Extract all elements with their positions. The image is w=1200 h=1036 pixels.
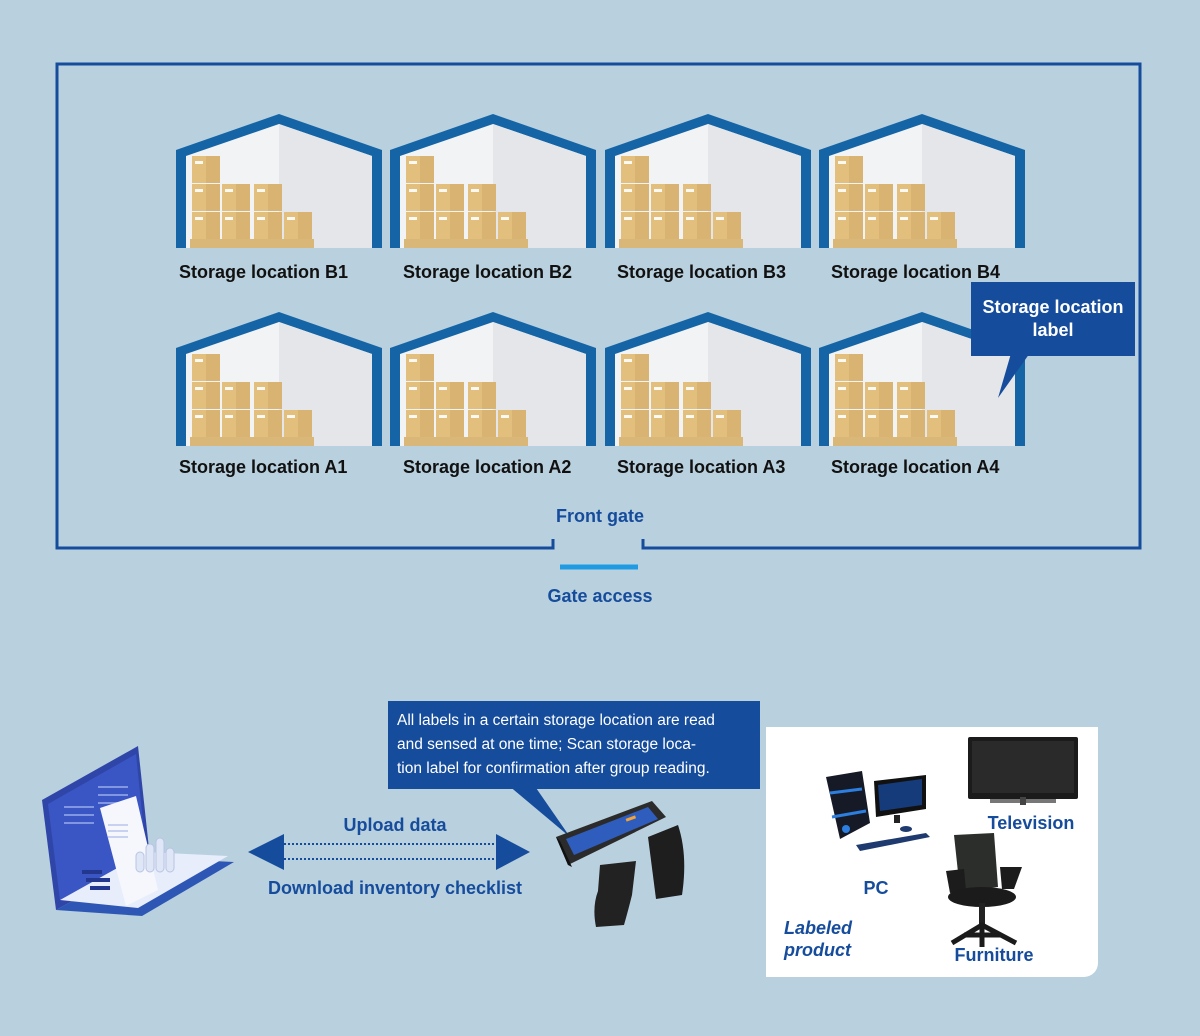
storage-location-label-callout: Storage location label bbox=[971, 282, 1135, 356]
callout-text: Storage location label bbox=[982, 297, 1124, 340]
storage-location-label-b4: Storage location B4 bbox=[831, 262, 1001, 282]
television-icon bbox=[968, 737, 1078, 805]
warehouse-building-a2 bbox=[390, 312, 596, 446]
upload-data-label: Upload data bbox=[343, 815, 447, 835]
reader-callout-pointer bbox=[508, 785, 570, 837]
laptop-receipt-icon bbox=[42, 746, 234, 916]
warehouse-building-b1 bbox=[176, 114, 382, 248]
front-gate-label: Front gate bbox=[556, 506, 644, 526]
warehouse-building-b4 bbox=[819, 114, 1025, 248]
warehouse-frame bbox=[55, 62, 1142, 570]
storage-location-label-a3: Storage location A3 bbox=[617, 457, 786, 477]
warehouse-icon bbox=[605, 312, 811, 446]
reader-callout-line-2: and sensed at one time; Scan storage loc… bbox=[397, 736, 696, 753]
furniture-chair-icon bbox=[946, 833, 1022, 947]
download-checklist-label: Download inventory checklist bbox=[267, 878, 523, 898]
reader-callout: All labels in a certain storage location… bbox=[388, 701, 760, 789]
storage-location-label-b1: Storage location B1 bbox=[179, 262, 349, 282]
warehouse-icon bbox=[390, 312, 596, 446]
warehouse-building-a1 bbox=[176, 312, 382, 446]
product-label-pc: PC bbox=[863, 878, 889, 898]
warehouse-icon bbox=[176, 114, 382, 248]
warehouse-building-b2 bbox=[390, 114, 596, 248]
callout-pointer bbox=[998, 350, 1032, 398]
labeled-product-title-line-1: Labeled bbox=[784, 918, 853, 938]
pc-icon bbox=[826, 771, 930, 851]
warehouse-building-a3 bbox=[605, 312, 811, 446]
warehouse-icon bbox=[605, 114, 811, 248]
labeled-product-title: Labeled product bbox=[784, 917, 852, 961]
labeled-product-title-line-2: product bbox=[784, 940, 851, 960]
product-label-television: Television bbox=[987, 813, 1075, 833]
storage-location-label-a2: Storage location A2 bbox=[403, 457, 572, 477]
warehouse-icon bbox=[819, 114, 1025, 248]
storage-location-label-b2: Storage location B2 bbox=[403, 262, 573, 282]
reader-callout-line-3: tion label for confirmation after group … bbox=[397, 760, 710, 777]
upload-arrow-icon bbox=[496, 834, 530, 870]
rfid-handheld-reader-icon bbox=[556, 801, 685, 927]
warehouse-icon bbox=[390, 114, 596, 248]
gate-access-label: Gate access bbox=[547, 586, 653, 606]
data-transfer-arrows bbox=[248, 834, 530, 870]
labeled-products-card: Television PC Furniture Labeled product bbox=[766, 727, 1098, 977]
storage-location-label-b3: Storage location B3 bbox=[617, 262, 787, 282]
download-arrow-icon bbox=[248, 834, 284, 870]
storage-location-label-a1: Storage location A1 bbox=[179, 457, 348, 477]
warehouse-icon bbox=[176, 312, 382, 446]
warehouse-building-b3 bbox=[605, 114, 811, 248]
reader-callout-line-1: All labels in a certain storage location… bbox=[397, 712, 715, 729]
product-label-furniture: Furniture bbox=[954, 945, 1034, 965]
storage-location-label-a4: Storage location A4 bbox=[831, 457, 1000, 477]
